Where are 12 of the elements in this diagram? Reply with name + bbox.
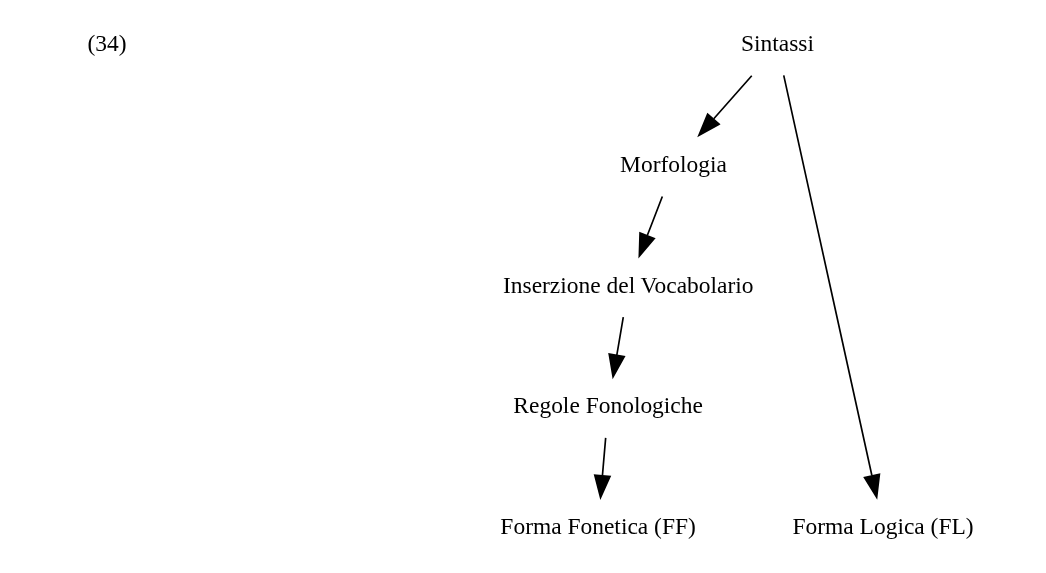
- node-text: Forma Fonetica (FF): [499, 513, 696, 540]
- node-text: Morfologia: [619, 151, 727, 178]
- arrow: [782, 74, 880, 500]
- node-text: Inserzione del Vocabolario: [502, 271, 754, 298]
- arrow: [607, 316, 626, 380]
- node-text: Regole Fonologiche: [512, 392, 703, 419]
- arrow: [637, 195, 663, 259]
- node-text: Forma Logica (FL): [792, 513, 974, 540]
- arrow: [593, 437, 611, 501]
- label: (34): [86, 30, 126, 57]
- arrow: [696, 74, 753, 138]
- node-text: Sintassi: [740, 30, 814, 57]
